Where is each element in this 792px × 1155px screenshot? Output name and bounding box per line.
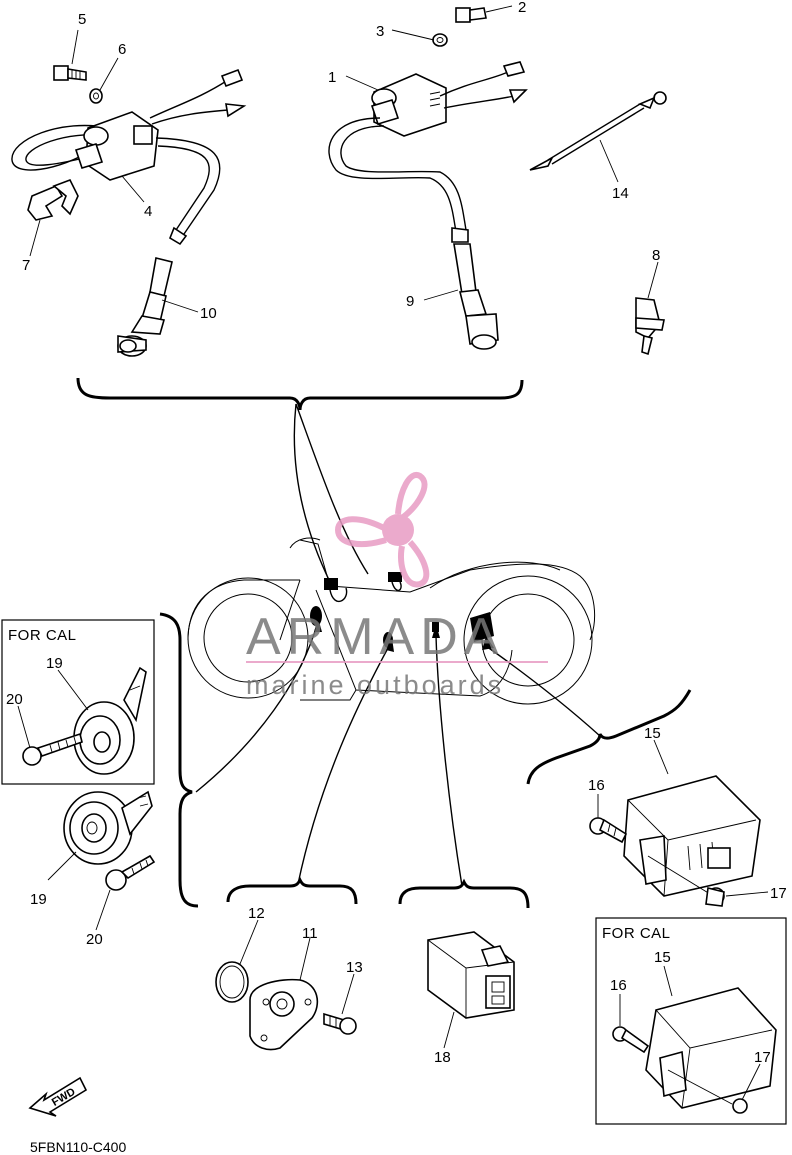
washer-3[interactable] — [432, 33, 448, 47]
sensor-11[interactable] — [249, 978, 319, 1051]
label-part-20: 20 — [86, 931, 103, 948]
label-part-2: 2 — [518, 0, 526, 16]
label-part-16: 16 — [588, 777, 605, 794]
motorcycle-outline — [187, 537, 596, 705]
watermark-tagline: marine outboards — [246, 670, 504, 700]
label-part-19: 19 — [30, 891, 47, 908]
inset-rectifier-for-cal: FOR CAL — [595, 917, 787, 1125]
brace-ignition-group — [76, 377, 524, 411]
diagram-code: 5FBN110-C400 — [30, 1139, 126, 1155]
horn-19[interactable] — [63, 790, 153, 865]
brace-relay-group — [398, 878, 530, 909]
inset-rectifier-title: FOR CAL — [602, 925, 671, 942]
part-labels: 5 6 4 7 10 1 3 2 14 8 9 19 20 19 20 12 1… — [6, 0, 787, 1066]
relay-18[interactable] — [427, 931, 515, 1019]
wire-clamp[interactable] — [27, 178, 79, 221]
brace-sensor-group — [226, 876, 358, 905]
label-part-15-inset: 15 — [654, 949, 671, 966]
label-part-9: 9 — [406, 293, 414, 310]
label-part-19-inset: 19 — [46, 655, 63, 672]
bolt-16-inset[interactable] — [612, 1026, 650, 1054]
label-part-14: 14 — [612, 185, 629, 202]
propeller-logo — [334, 472, 430, 588]
label-part-5: 5 — [78, 11, 86, 28]
watermark-logo: ARMADA marine outboards — [246, 472, 548, 700]
label-part-8: 8 — [652, 247, 660, 264]
bolt-2[interactable] — [455, 7, 487, 23]
brace-rectifier-group — [526, 689, 692, 785]
label-part-7: 7 — [22, 257, 30, 274]
inset-horn-title: FOR CAL — [8, 627, 77, 644]
label-part-17: 17 — [770, 885, 787, 902]
label-part-1: 1 — [328, 69, 336, 86]
label-part-17-inset: 17 — [754, 1049, 771, 1066]
label-part-13: 13 — [346, 959, 363, 976]
label-part-11: 11 — [302, 925, 318, 942]
bolt-20-inset[interactable] — [22, 732, 83, 766]
bolt-16[interactable] — [589, 817, 628, 844]
inset-horn-for-cal: FOR CAL — [1, 619, 155, 785]
label-part-16-inset: 16 — [610, 977, 627, 994]
ignition-coil-left[interactable] — [11, 68, 247, 246]
watermark-brand: ARMADA — [246, 608, 504, 666]
horn-19-inset[interactable] — [73, 666, 147, 775]
label-part-10: 10 — [200, 305, 217, 322]
label-leaders — [17, 5, 769, 1101]
label-part-4: 4 — [144, 203, 152, 220]
label-part-20-inset: 20 — [6, 691, 23, 708]
collar-17-inset[interactable] — [667, 1069, 748, 1114]
fwd-label: FWD — [50, 1086, 78, 1109]
screw-13[interactable] — [323, 1012, 357, 1035]
leader-lines — [195, 403, 601, 887]
label-part-3: 3 — [376, 23, 384, 40]
bolt-5[interactable] — [53, 65, 87, 81]
washer-6[interactable] — [89, 88, 103, 104]
rectifier-regulator-15[interactable] — [623, 775, 761, 897]
o-ring-12[interactable] — [215, 961, 249, 1003]
bolt-20[interactable] — [105, 854, 156, 891]
label-part-12: 12 — [248, 905, 265, 922]
clip-8[interactable] — [635, 297, 665, 356]
label-part-15: 15 — [644, 725, 661, 742]
spark-plug-cap-9[interactable] — [453, 243, 499, 350]
brace-horn-group — [159, 612, 199, 908]
label-part-6: 6 — [118, 41, 126, 58]
fwd-arrow-icon: FWD — [28, 1076, 88, 1117]
lead-wire-14[interactable] — [529, 91, 667, 171]
collar-17[interactable] — [647, 855, 725, 907]
rectifier-regulator-15-inset[interactable] — [645, 987, 777, 1109]
ignition-coil-right[interactable] — [328, 61, 528, 243]
spark-plug-cap-10[interactable] — [117, 257, 173, 357]
label-part-18: 18 — [434, 1049, 451, 1066]
